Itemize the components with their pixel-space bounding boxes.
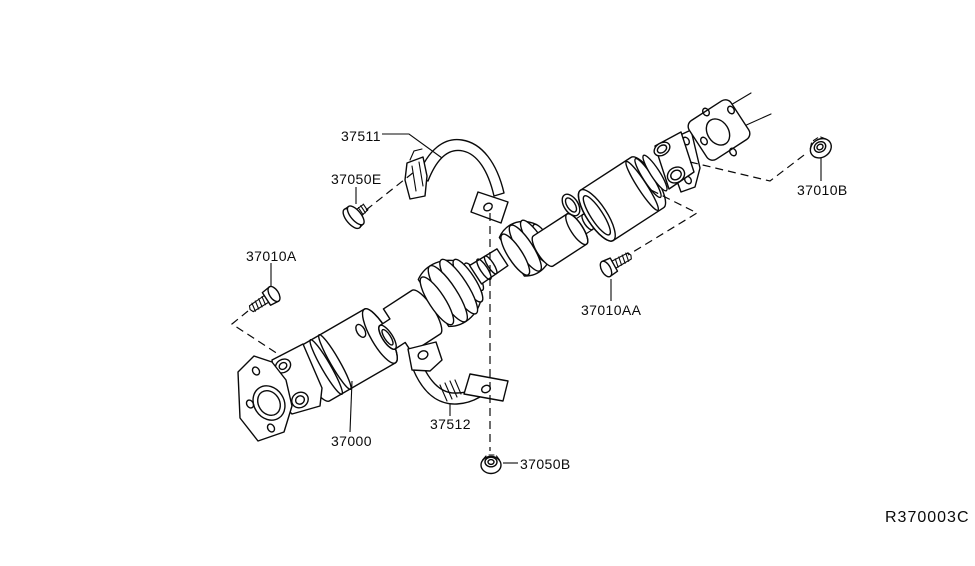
plug-screw-37050E — [342, 203, 369, 230]
lower-support-bracket — [407, 341, 509, 405]
rear-shaft-tube — [577, 156, 667, 242]
companion-flange — [687, 99, 751, 161]
rear-sleeve — [531, 212, 595, 268]
part-labels: 37511 37050E 37010A 37010B 37010AA 37000… — [246, 128, 970, 526]
alignment-dashed-lines — [230, 151, 809, 451]
part-label-37000: 37000 — [331, 433, 372, 449]
bolt-37010AA — [599, 252, 632, 278]
slip-yoke-sleeve — [378, 289, 443, 354]
nut-37010B — [809, 136, 832, 159]
part-label-37010A: 37010A — [246, 248, 297, 264]
part-label-37512: 37512 — [430, 416, 471, 432]
part-label-37050B: 37050B — [520, 456, 571, 472]
front-flange-yoke — [237, 343, 323, 442]
part-label-37010AA: 37010AA — [581, 302, 642, 318]
nut-37050B — [480, 454, 502, 475]
rear-universal-joint — [634, 129, 701, 199]
part-label-37511: 37511 — [341, 128, 381, 144]
washer-ring — [561, 193, 581, 217]
upper-insulator-bracket — [404, 138, 509, 224]
part-label-37050E: 37050E — [331, 171, 382, 187]
stub-shaft — [468, 248, 509, 285]
cv-boot-front — [417, 258, 485, 328]
bolt-37010A — [248, 285, 281, 313]
part-label-37010B: 37010B — [797, 182, 848, 198]
leader-lines — [270, 133, 822, 464]
diagram-ref-code: R370003C — [885, 509, 970, 526]
hatch-marks — [439, 379, 462, 402]
